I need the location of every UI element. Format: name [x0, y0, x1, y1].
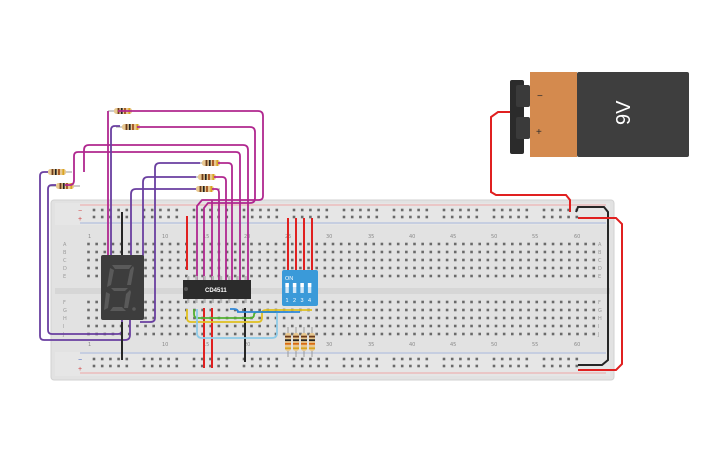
column-number-bottom: 35 — [368, 342, 374, 348]
row-letter: F — [63, 300, 66, 306]
column-number-top: 60 — [574, 234, 580, 240]
row-letter: I — [598, 324, 599, 330]
column-number-top: 50 — [491, 234, 497, 240]
row-letter: I — [63, 324, 64, 330]
input-wires[interactable] — [186, 308, 312, 339]
resistor[interactable] — [285, 327, 291, 357]
rail-minus-top: − — [78, 208, 82, 215]
rail-minus-bottom: − — [78, 357, 82, 364]
dip-position-label: 2 — [293, 298, 296, 304]
row-letter: F — [598, 300, 601, 306]
rail-black-wire[interactable] — [575, 206, 609, 366]
row-letter: J — [62, 332, 64, 338]
resistor[interactable] — [309, 327, 315, 357]
row-letter: G — [598, 308, 602, 314]
dip-toggle[interactable] — [307, 283, 312, 293]
column-number-bottom: 45 — [450, 342, 456, 348]
segment-wires[interactable] — [39, 110, 264, 341]
row-letter: A — [598, 242, 602, 248]
resistors-segment[interactable] — [42, 108, 226, 192]
row-letter: B — [598, 250, 602, 256]
column-number-bottom: 30 — [326, 342, 332, 348]
column-number-top: 1 — [88, 234, 91, 240]
dip-on-label: ON — [285, 276, 293, 282]
battery-plus-label: + — [536, 127, 542, 138]
column-number-bottom: 15 — [203, 342, 209, 348]
row-letter: C — [598, 258, 602, 264]
dip-position-label: 4 — [308, 298, 311, 304]
row-letter: E — [598, 274, 601, 280]
row-letter: C — [63, 258, 67, 264]
column-number-bottom: 50 — [491, 342, 497, 348]
dip-toggle[interactable] — [300, 283, 304, 293]
battery-9v[interactable]: − + 9V — [510, 72, 689, 157]
resistor[interactable] — [50, 183, 80, 189]
seven-segment-display[interactable] — [101, 255, 144, 320]
rail-plus-top: + — [78, 216, 82, 223]
resistor[interactable] — [293, 327, 299, 357]
dip-position-label: 3 — [301, 298, 304, 304]
ic-label: CD4511 — [205, 288, 227, 294]
row-letter: J — [597, 332, 599, 338]
dip-toggle[interactable] — [285, 283, 289, 293]
column-number-top: 45 — [450, 234, 456, 240]
row-letter: D — [598, 266, 602, 272]
battery-wires[interactable] — [490, 111, 623, 371]
battery-voltage-label: 9V — [613, 100, 635, 125]
dip-position-label: 1 — [286, 298, 289, 304]
row-letter: A — [63, 242, 67, 248]
row-letter: H — [63, 316, 67, 322]
column-number-bottom: 10 — [162, 342, 168, 348]
column-number-bottom: 40 — [409, 342, 415, 348]
column-number-bottom: 20 — [244, 342, 250, 348]
row-letter: B — [63, 250, 67, 256]
column-number-top: 15 — [203, 234, 209, 240]
row-letter: G — [63, 308, 67, 314]
column-number-bottom: 1 — [88, 342, 91, 348]
column-number-top: 10 — [162, 234, 168, 240]
ic-cd4511[interactable]: CD4511 — [183, 276, 251, 303]
column-number-top: 30 — [326, 234, 332, 240]
rail-plus-bottom: + — [78, 366, 82, 373]
resistor[interactable] — [192, 174, 222, 180]
column-number-bottom: 55 — [532, 342, 538, 348]
rail-red-wire[interactable] — [578, 217, 623, 371]
row-letter: E — [63, 274, 66, 280]
row-letter: H — [598, 316, 602, 322]
row-letter: D — [63, 266, 67, 272]
dip-toggle[interactable] — [292, 283, 297, 293]
battery-plus-wire[interactable] — [490, 111, 571, 212]
battery-minus-label: − — [537, 91, 543, 102]
breadboard[interactable]: − + − + 11015202530354045505560 11015202… — [50, 199, 615, 381]
column-number-top: 55 — [532, 234, 538, 240]
resistor[interactable] — [42, 169, 72, 175]
column-number-bottom: 60 — [574, 342, 580, 348]
resistor[interactable] — [301, 327, 307, 357]
resistors-pulldown[interactable] — [285, 327, 315, 357]
column-number-top: 40 — [409, 234, 415, 240]
column-number-top: 35 — [368, 234, 374, 240]
